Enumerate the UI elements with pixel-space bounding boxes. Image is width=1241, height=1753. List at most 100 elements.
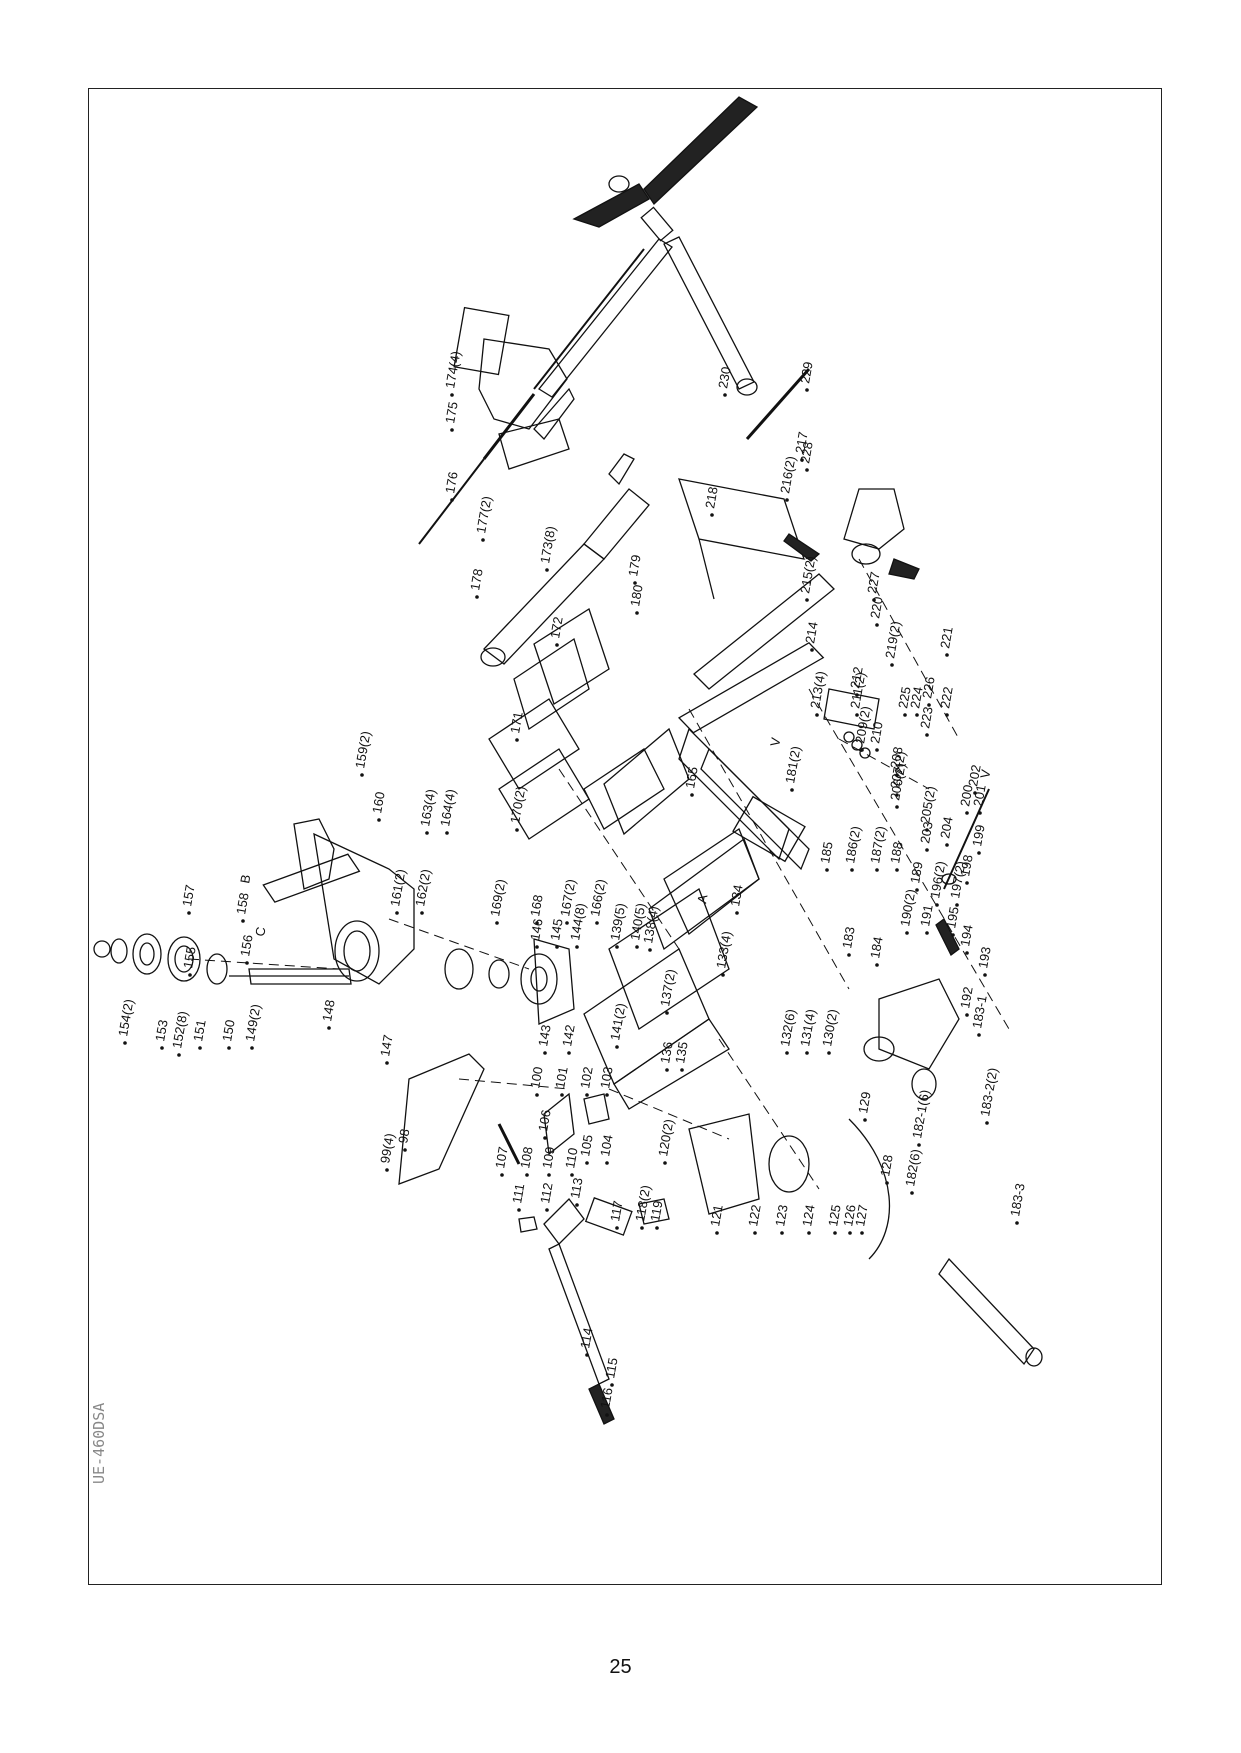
- leader-dot: [188, 973, 192, 977]
- leader-dot: [595, 921, 599, 925]
- part-label: 112: [537, 1181, 555, 1204]
- part-label: 149(2): [242, 1003, 263, 1043]
- leader-dot: [723, 393, 727, 397]
- leader-dot: [965, 1013, 969, 1017]
- part-label: 183: [839, 926, 858, 950]
- leader-dot: [640, 1226, 644, 1230]
- part-label: 100: [527, 1066, 546, 1090]
- leader-dot: [665, 1068, 669, 1072]
- part-label: 103: [597, 1066, 616, 1090]
- leader-dot: [575, 945, 579, 949]
- leader-dot: [805, 1051, 809, 1055]
- leader-dot: [915, 888, 919, 892]
- part-label: 110: [562, 1146, 580, 1169]
- part-label: 120(2): [655, 1118, 676, 1158]
- leader-dot: [450, 393, 454, 397]
- leader-dot: [965, 951, 969, 955]
- part-label: 153: [152, 1019, 171, 1043]
- leader-dot: [327, 1026, 331, 1030]
- part-label: 217: [792, 431, 811, 455]
- model-number: UE-460DSA: [90, 1403, 108, 1484]
- part-label: 198: [957, 854, 976, 878]
- leader-dot: [535, 1093, 539, 1097]
- leader-dot: [945, 653, 949, 657]
- part-label: 181(2): [782, 745, 803, 785]
- leader-dot: [917, 1143, 921, 1147]
- leader-dot: [610, 1383, 614, 1387]
- leader-dot: [753, 1231, 757, 1235]
- leader-dot: [605, 1161, 609, 1165]
- part-label: 210: [867, 721, 886, 745]
- part-label: 105: [577, 1134, 596, 1158]
- leader-dot: [780, 1231, 784, 1235]
- part-label: 166(2): [587, 878, 608, 918]
- part-label: 169(2): [487, 878, 508, 918]
- leader-dot: [977, 851, 981, 855]
- part-label: 230: [715, 366, 734, 390]
- leader-dot: [735, 911, 739, 915]
- leader-dot: [790, 788, 794, 792]
- part-label: 214: [802, 621, 821, 645]
- leader-dot: [805, 598, 809, 602]
- part-label: 155: [180, 946, 199, 970]
- part-label: 136: [657, 1041, 676, 1065]
- part-label: 211(2): [847, 671, 868, 710]
- part-label: 131(4): [797, 1008, 818, 1048]
- leader-dot: [785, 498, 789, 502]
- part-label: 227: [864, 571, 883, 595]
- leader-dot: [250, 1046, 254, 1050]
- part-label: 122: [745, 1204, 764, 1228]
- part-label: 129: [855, 1091, 874, 1115]
- part-label: 229: [797, 361, 816, 385]
- leader-dot: [905, 931, 909, 935]
- part-label: 168: [527, 894, 546, 918]
- leader-dot: [187, 911, 191, 915]
- leader-dot: [860, 748, 864, 752]
- part-label: 132(6): [777, 1008, 798, 1048]
- leader-dot: [875, 868, 879, 872]
- part-label: 138(4): [640, 905, 661, 945]
- part-label: 179: [625, 554, 644, 578]
- part-label: 160: [369, 791, 388, 815]
- leader-dot: [585, 1161, 589, 1165]
- leader-dot: [615, 1045, 619, 1049]
- leader-dot: [977, 1033, 981, 1037]
- leader-dot: [535, 921, 539, 925]
- part-label: 157: [179, 884, 198, 908]
- part-label: 213(4): [807, 670, 828, 710]
- leader-dot: [860, 1231, 864, 1235]
- leader-dot: [833, 1231, 837, 1235]
- part-label: 123: [772, 1204, 791, 1228]
- part-label: 170(2): [507, 785, 528, 825]
- leader-dot: [895, 773, 899, 777]
- leader-dot: [567, 1051, 571, 1055]
- leader-dot: [585, 1093, 589, 1097]
- part-label: 151: [190, 1019, 209, 1043]
- leader-dot: [177, 1053, 181, 1057]
- leader-dot: [445, 831, 449, 835]
- leader-dot: [935, 903, 939, 907]
- part-label: 201: [970, 784, 989, 808]
- part-label: 116: [597, 1386, 615, 1409]
- assembly-lines: [188, 558, 1010, 1190]
- part-label: 215(2): [797, 555, 818, 595]
- leader-dot: [665, 1011, 669, 1015]
- part-label: 109: [539, 1146, 558, 1170]
- leader-dot: [648, 948, 652, 952]
- part-label: 194: [957, 924, 976, 948]
- part-label: 190(2): [897, 888, 918, 928]
- leader-dot: [663, 1161, 667, 1165]
- part-label: 206(2): [887, 762, 908, 802]
- leader-dot: [847, 953, 851, 957]
- leader-dot: [863, 1118, 867, 1122]
- leader-dot: [385, 1061, 389, 1065]
- leader-dot: [515, 738, 519, 742]
- part-label: 135: [672, 1041, 691, 1065]
- part-label: 163(4): [417, 788, 438, 828]
- part-label: 111: [509, 1182, 527, 1204]
- leader-dot: [543, 1136, 547, 1140]
- part-label: 192: [957, 986, 976, 1010]
- leader-dot: [827, 1051, 831, 1055]
- part-label: 154(2): [115, 998, 136, 1038]
- part-label: 208: [887, 746, 906, 770]
